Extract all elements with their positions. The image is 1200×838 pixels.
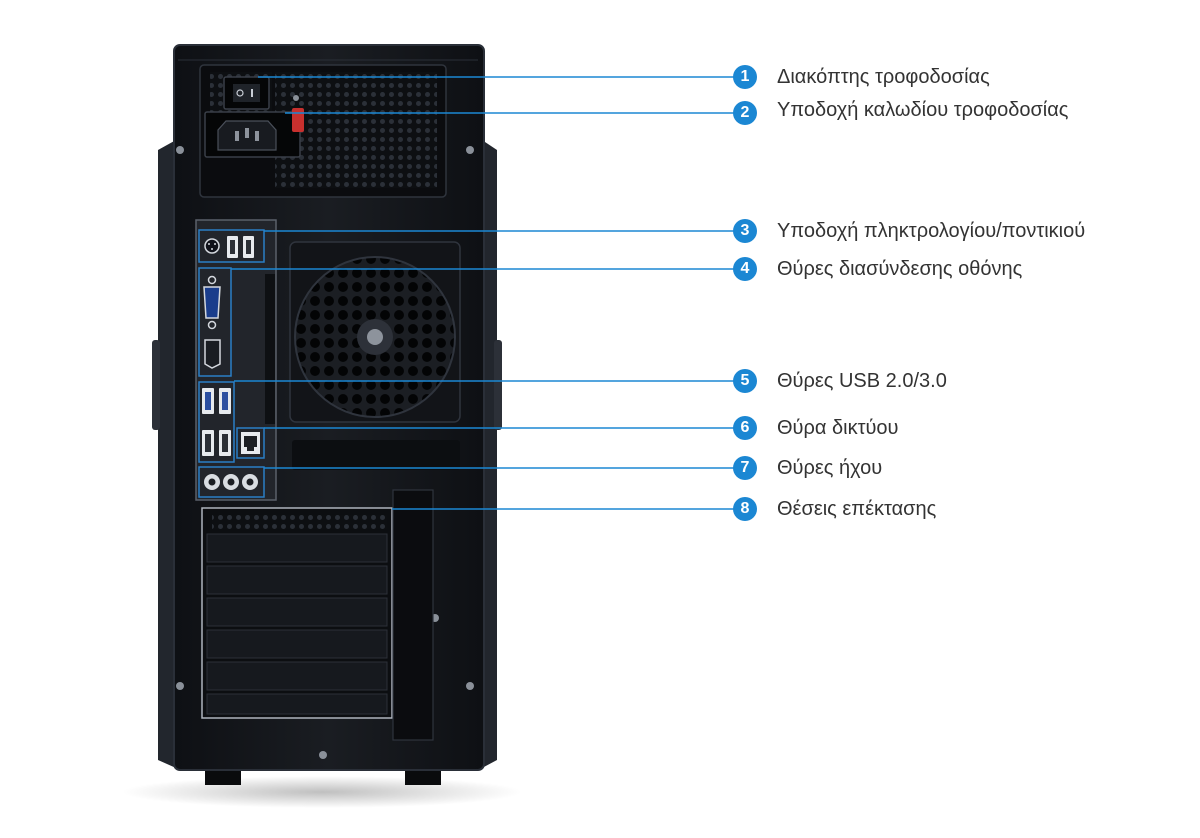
io-group-display — [198, 267, 232, 377]
expansion-slot-icon — [201, 507, 393, 719]
case-side-right — [482, 140, 497, 768]
callout-badge-2: 2 — [733, 101, 757, 125]
callout-label-power-switch: Διακόπτης τροφοδοσίας — [777, 66, 990, 88]
callout-badge-4: 4 — [733, 257, 757, 281]
leader-lines — [231, 76, 745, 510]
fan-grille-icon — [289, 241, 461, 423]
power-socket-icon[interactable] — [204, 111, 301, 158]
io-group-usb — [198, 381, 235, 463]
callout-label-power-socket: Υποδοχή καλωδίου τροφοδοσίας — [777, 99, 1069, 121]
case-side-left — [158, 140, 176, 768]
voltage-selector — [292, 108, 304, 132]
floor-shadow — [122, 776, 522, 808]
callout-badge-1: 1 — [733, 65, 757, 89]
usb-port-icon[interactable] — [227, 236, 254, 258]
callout-badge-3: 3 — [733, 219, 757, 243]
callout-badge-8: 8 — [733, 497, 757, 521]
ps2-port-icon[interactable] — [204, 238, 220, 254]
io-group-ps2 — [198, 229, 265, 263]
callout-label-display: Θύρες διασύνδεσης οθόνης — [777, 258, 1023, 280]
io-group-audio — [198, 466, 265, 498]
audio-jack-icon[interactable] — [204, 474, 258, 490]
hdmi-port-icon[interactable] — [204, 339, 221, 369]
callout-label-ps2: Υποδοχή πληκτρολογίου/ποντικιού — [777, 220, 1086, 242]
usb-port-icon[interactable] — [202, 388, 231, 456]
power-switch-icon[interactable] — [223, 76, 270, 110]
callout-label-usb: Θύρες USB 2.0/3.0 — [777, 370, 947, 392]
callout-label-expansion: Θέσεις επέκτασης — [777, 498, 937, 520]
callout-badge-7: 7 — [733, 456, 757, 480]
callout-badge-6: 6 — [733, 416, 757, 440]
callout-label-network: Θύρα δικτύου — [777, 417, 899, 439]
callout-badge-5: 5 — [733, 369, 757, 393]
callout-label-audio: Θύρες ήχου — [777, 457, 883, 479]
io-group-ethernet — [236, 427, 265, 459]
ethernet-port-icon[interactable] — [241, 432, 260, 454]
vga-port-icon[interactable] — [203, 286, 221, 319]
